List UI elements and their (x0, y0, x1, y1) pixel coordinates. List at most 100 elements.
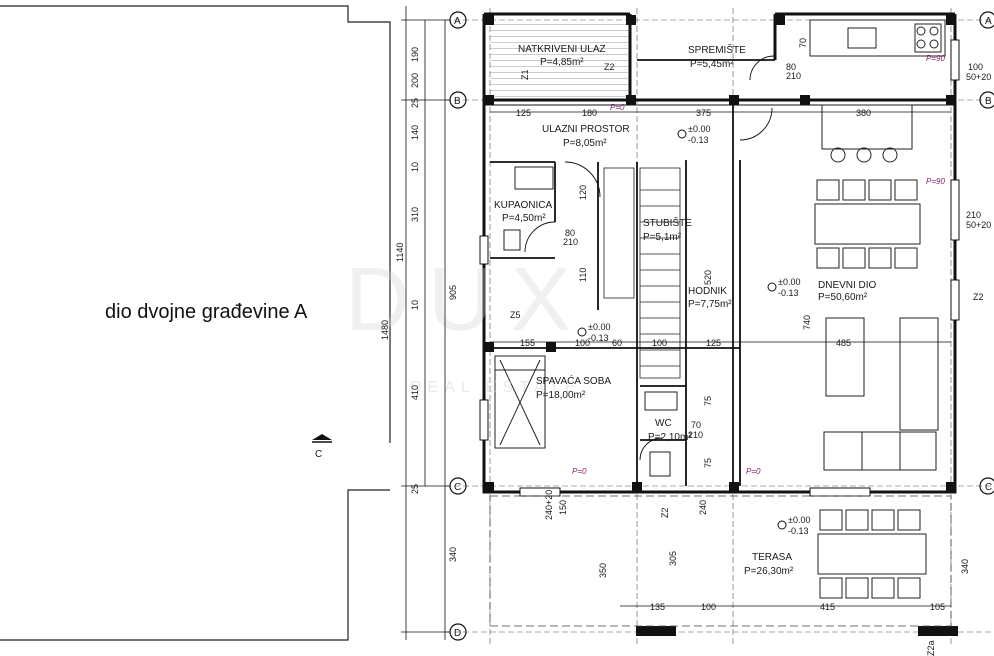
axis-a-label: A (454, 16, 461, 27)
svg-text:Z2: Z2 (604, 62, 615, 72)
svg-text:-0.13: -0.13 (778, 288, 799, 298)
neighbour-building-label: dio dvojne građevine A (105, 301, 308, 323)
left-dimension-lines (401, 6, 450, 640)
svg-text:350: 350 (598, 563, 608, 578)
svg-text:Z2: Z2 (660, 507, 670, 518)
room-name: DNEVNI DIO (818, 280, 877, 291)
section-marker-c: C (312, 434, 332, 460)
svg-text:75: 75 (703, 396, 713, 406)
room-area: P=50,60m² (818, 292, 868, 303)
neighbour-building-outline (0, 5, 391, 641)
structural-columns (484, 15, 958, 636)
kitchen-counter (809, 19, 946, 57)
svg-text:Z5: Z5 (510, 310, 521, 320)
svg-text:150: 150 (558, 500, 568, 515)
svg-text:125: 125 (516, 108, 531, 118)
svg-text:P=0: P=0 (746, 467, 761, 476)
svg-text:1480: 1480 (380, 320, 390, 340)
room-name: TERASA (752, 552, 792, 563)
svg-text:10: 10 (410, 300, 420, 310)
svg-text:135: 135 (650, 602, 665, 612)
room-name: SPAVAĆA SOBA (536, 374, 611, 387)
room-area: P=18,00m² (536, 390, 586, 401)
svg-text:±0.00: ±0.00 (778, 277, 800, 287)
svg-text:±0.00: ±0.00 (588, 322, 610, 332)
inner-dimension-values: 125 180 375 380 155 100 60 100 125 485 1… (516, 38, 981, 612)
svg-text:P=90: P=90 (926, 177, 945, 186)
svg-text:340: 340 (960, 559, 970, 574)
bed (494, 355, 546, 449)
watermark-subtitle: REAL ESTATE (410, 379, 582, 396)
svg-text:200: 200 (410, 73, 420, 88)
staircase (603, 167, 681, 379)
room-area: P=5,1m² (643, 232, 682, 243)
svg-text:50+20: 50+20 (966, 72, 991, 82)
room-area: P=2,10m² (648, 432, 692, 443)
svg-text:340: 340 (448, 547, 458, 562)
svg-text:210: 210 (563, 237, 578, 247)
windows (479, 39, 960, 497)
misc-labels: Z2 Z1 Z5 Z2 Z2 Z2a 100 50+20 50+20 240+2… (510, 62, 991, 656)
svg-text:410: 410 (410, 385, 420, 400)
bathroom-fixtures (503, 166, 678, 477)
svg-text:100: 100 (575, 338, 590, 348)
svg-text:155: 155 (520, 338, 535, 348)
axis-d-label: D (454, 628, 461, 639)
terrace (489, 495, 952, 627)
covered-entrance-hatch (490, 20, 630, 98)
axis-b-label: B (454, 96, 461, 107)
svg-text:240: 240 (698, 500, 708, 515)
svg-text:Z2: Z2 (973, 292, 984, 302)
room-area: P=4,50m² (502, 213, 546, 224)
svg-text:310: 310 (410, 207, 420, 222)
svg-text:375: 375 (696, 108, 711, 118)
svg-text:140: 140 (410, 125, 420, 140)
room-name: NATKRIVENI ULAZ (518, 44, 606, 55)
svg-text:75: 75 (703, 458, 713, 468)
axis-c-label: C (454, 482, 461, 493)
svg-text:180: 180 (582, 108, 597, 118)
svg-text:905: 905 (448, 285, 458, 300)
svg-text:210: 210 (786, 71, 801, 81)
kitchen-island (821, 104, 913, 163)
svg-text:P=0: P=0 (572, 467, 587, 476)
room-area: P=26,30m² (744, 566, 794, 577)
svg-text:80: 80 (565, 228, 575, 238)
svg-text:C: C (315, 449, 322, 460)
room-name: KUPAONICA (494, 200, 552, 211)
svg-text:-0.13: -0.13 (788, 526, 809, 536)
svg-text:-0.13: -0.13 (688, 135, 709, 145)
svg-text:70: 70 (691, 420, 701, 430)
room-name: WC (655, 418, 672, 429)
svg-text:±0.00: ±0.00 (788, 515, 810, 525)
room-labels: NATKRIVENI ULAZ P=4,85m² SPREMIŠTE P=5,4… (494, 43, 877, 577)
svg-text:70: 70 (798, 38, 808, 48)
room-name: HODNIK (688, 286, 727, 297)
svg-text:100: 100 (968, 62, 983, 72)
svg-text:210: 210 (688, 430, 703, 440)
parapet-markers: P=0 P=0 P=0 P=90 P=90 (572, 54, 945, 476)
svg-text:190: 190 (410, 47, 420, 62)
svg-text:485: 485 (836, 338, 851, 348)
inner-walls (490, 59, 775, 486)
svg-text:100: 100 (652, 338, 667, 348)
room-area: P=7,75m² (688, 299, 732, 310)
room-area: P=8,05m² (563, 138, 607, 149)
svg-text:105: 105 (930, 602, 945, 612)
room-name: ULAZNI PROSTOR (542, 124, 630, 135)
svg-text:80: 80 (786, 62, 796, 72)
terrace-table (817, 509, 927, 599)
level-markers: ±0.00-0.13 ±0.00-0.13 ±0.00-0.13 ±0.00-0… (577, 124, 810, 536)
svg-text:25: 25 (410, 484, 420, 494)
dining-table (814, 179, 921, 269)
axis-b-label-right: B (985, 96, 992, 107)
door-swings (524, 55, 775, 461)
room-area: P=4,85m² (540, 57, 584, 68)
room-area: P=5,45m² (690, 59, 734, 70)
svg-text:60: 60 (612, 338, 622, 348)
svg-text:240+20: 240+20 (544, 490, 554, 520)
svg-text:Z2a: Z2a (926, 640, 936, 656)
svg-text:110: 110 (578, 268, 588, 282)
svg-text:10: 10 (410, 162, 420, 172)
